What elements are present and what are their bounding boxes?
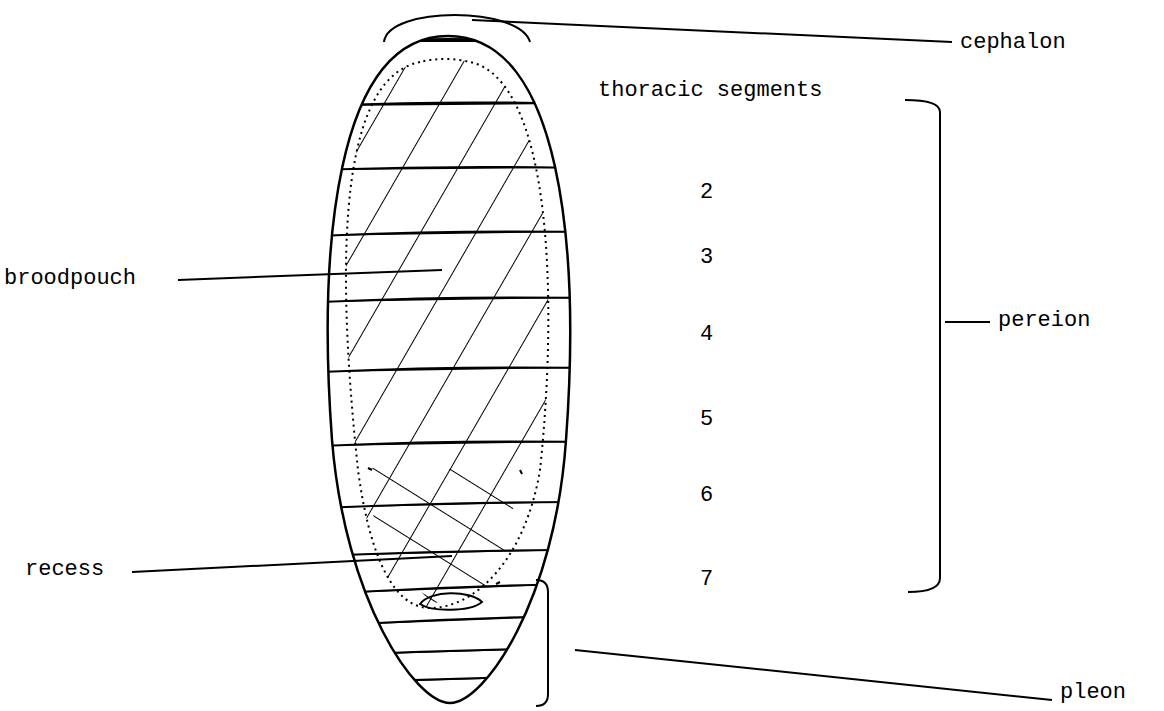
part-label: pereion	[996, 308, 1092, 334]
part-label: cephalon	[958, 30, 1068, 56]
leader-lines	[132, 20, 1052, 700]
body-outline	[328, 36, 570, 703]
cephalon-outline	[384, 15, 530, 42]
pleon-bracket	[536, 580, 548, 706]
part-label: thoracic segments	[596, 78, 824, 104]
segment-number: 4	[698, 322, 715, 348]
segment-number: 7	[698, 567, 715, 593]
broodpouch-hatching	[300, 40, 600, 640]
pereion-bracket	[905, 100, 940, 592]
segment-number: 6	[698, 483, 715, 509]
part-label: recess	[23, 557, 106, 583]
part-label: pleon	[1058, 680, 1128, 706]
pouch-end	[420, 593, 482, 610]
segment-number: 5	[698, 407, 715, 433]
segment-number: 2	[698, 180, 715, 206]
broodpouch-outline	[346, 59, 548, 608]
part-label: broodpouch	[2, 266, 138, 292]
segment-number: 3	[698, 245, 715, 271]
